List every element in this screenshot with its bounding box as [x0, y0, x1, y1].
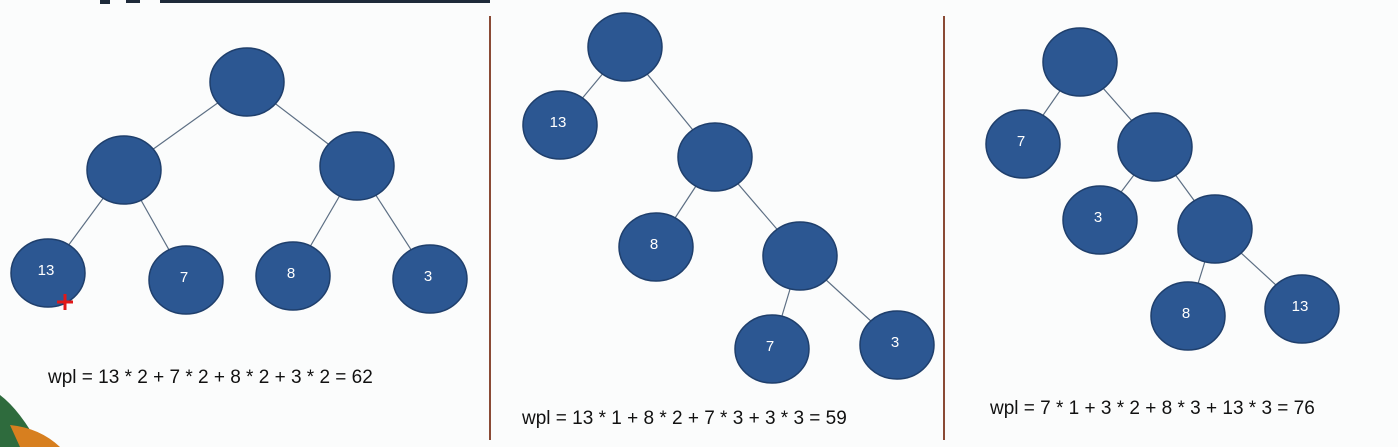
tree-1-node-rr: 3 — [392, 244, 468, 314]
tree-1-node-rl: 8 — [255, 241, 331, 311]
tree-node-circle — [1117, 112, 1193, 182]
tree-node-weight-label: 7 — [766, 338, 774, 355]
tree-1-node-l — [86, 135, 162, 205]
tree-node-circle — [587, 12, 663, 82]
tree-2-node-rrr: 3 — [859, 310, 935, 380]
tree-node-circle — [10, 238, 86, 308]
tree-3-node-r — [1117, 112, 1193, 182]
tree-node-circle — [209, 47, 285, 117]
tree-node-circle — [1042, 27, 1118, 97]
tree-node-circle — [762, 221, 838, 291]
tree-node-circle — [86, 135, 162, 205]
tree-node-circle — [985, 109, 1061, 179]
tree-node-weight-label: 13 — [1292, 298, 1309, 315]
tree-node-weight-label: 8 — [1182, 305, 1190, 322]
slide-corner-decoration — [0, 395, 60, 447]
tree-2-node-rl: 8 — [618, 212, 694, 282]
tree-node-weight-label: 8 — [287, 265, 295, 282]
tree-node-weight-label: 13 — [38, 262, 55, 279]
tree-node-circle — [618, 212, 694, 282]
tree-3-node-rrr: 13 — [1264, 274, 1340, 344]
tree-3-node-l: 7 — [985, 109, 1061, 179]
tree-node-circle — [1177, 194, 1253, 264]
tree-node-weight-label: 13 — [550, 114, 567, 131]
tree-3-node-rr — [1177, 194, 1253, 264]
tree-1-node-ll: 13 — [10, 238, 86, 308]
tree-2-node-rrl: 7 — [734, 314, 810, 384]
wpl-formula-3: wpl = 7 * 1 + 3 * 2 + 8 * 3 + 13 * 3 = 7… — [989, 398, 1315, 419]
tree-node-weight-label: 3 — [891, 334, 899, 351]
tree-node-circle — [859, 310, 935, 380]
tree-3-node-rrl: 8 — [1150, 281, 1226, 351]
tree-node-circle — [734, 314, 810, 384]
tree-2-node-l: 13 — [522, 90, 598, 160]
tree-2-node-r — [677, 122, 753, 192]
tree-2-node-rr — [762, 221, 838, 291]
tree-node-circle — [677, 122, 753, 192]
nodes-layer: 13 7 8 3 13 8 7 3 7 3 8 13 — [10, 12, 1340, 384]
mouse-cursor-icon — [57, 294, 73, 310]
tree-node-circle — [522, 90, 598, 160]
tree-node-weight-label: 7 — [180, 269, 188, 286]
tree-node-weight-label: 3 — [424, 268, 432, 285]
tree-node-circle — [148, 245, 224, 315]
tree-node-weight-label: 7 — [1017, 133, 1025, 150]
tree-2-node-root — [587, 12, 663, 82]
wpl-formula-2: wpl = 13 * 1 + 8 * 2 + 7 * 3 + 3 * 3 = 5… — [521, 408, 847, 429]
tree-node-circle — [255, 241, 331, 311]
tree-node-circle — [1062, 185, 1138, 255]
tree-1-node-r — [319, 131, 395, 201]
tree-node-circle — [392, 244, 468, 314]
tree-1-node-lr: 7 — [148, 245, 224, 315]
tree-3-node-root — [1042, 27, 1118, 97]
tree-node-weight-label: 8 — [650, 236, 658, 253]
tree-node-circle — [319, 131, 395, 201]
tree-3-node-rl: 3 — [1062, 185, 1138, 255]
tree-node-circle — [1150, 281, 1226, 351]
tree-node-weight-label: 3 — [1094, 209, 1102, 226]
tree-1-node-root — [209, 47, 285, 117]
cropped-title-fragment — [100, 0, 490, 4]
wpl-formula-1: wpl = 13 * 2 + 7 * 2 + 8 * 2 + 3 * 2 = 6… — [47, 367, 373, 388]
tree-node-circle — [1264, 274, 1340, 344]
